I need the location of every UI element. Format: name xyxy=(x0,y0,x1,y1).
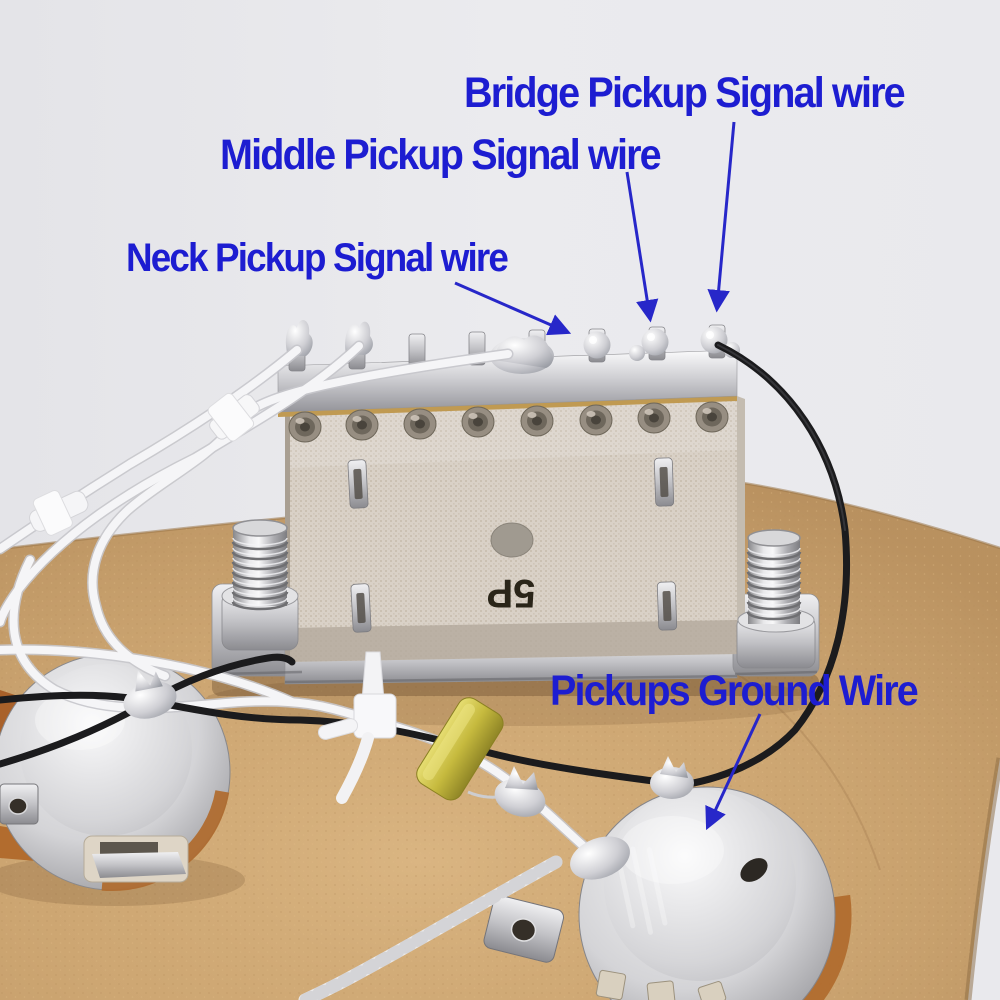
pot-right-mount-tab xyxy=(483,895,565,963)
mounting-screw-right xyxy=(736,529,816,669)
arrow-pickups-ground xyxy=(705,713,762,831)
ground-wire-cross xyxy=(0,653,296,768)
arrow-bridge-pickup xyxy=(707,121,736,313)
arrow-neck-pickup xyxy=(454,281,572,336)
pot-stamp-marks xyxy=(616,846,668,935)
black-ground-wires xyxy=(0,341,851,790)
selector-switch: 5P xyxy=(211,320,820,696)
tone-capacitor xyxy=(416,697,507,801)
solder-joints xyxy=(123,670,694,880)
mounting-screw-left xyxy=(221,519,299,651)
switch-marking: 5P xyxy=(487,571,536,615)
ground-wire-link xyxy=(0,691,672,787)
switch-body: 5P xyxy=(277,349,745,662)
cable-tie xyxy=(29,490,89,536)
label-neck-pickup-signal-wire: Neck Pickup Signal wire xyxy=(126,236,509,280)
label-bridge-pickup-signal-wire: Bridge Pickup Signal wire xyxy=(464,69,906,117)
cable-ties xyxy=(29,392,397,804)
label-middle-pickup-signal-wire: Middle Pickup Signal wire xyxy=(220,131,662,179)
solder-mound xyxy=(494,335,553,368)
switch-pivot-dot xyxy=(490,522,534,558)
pot-right-terminals xyxy=(595,969,727,1000)
label-pickups-ground-wire: Pickups Ground Wire xyxy=(550,667,919,715)
cable-tie xyxy=(207,392,260,442)
arrow-middle-pickup xyxy=(625,171,659,323)
cable-tie xyxy=(317,651,397,804)
annotation-arrows xyxy=(454,121,762,831)
